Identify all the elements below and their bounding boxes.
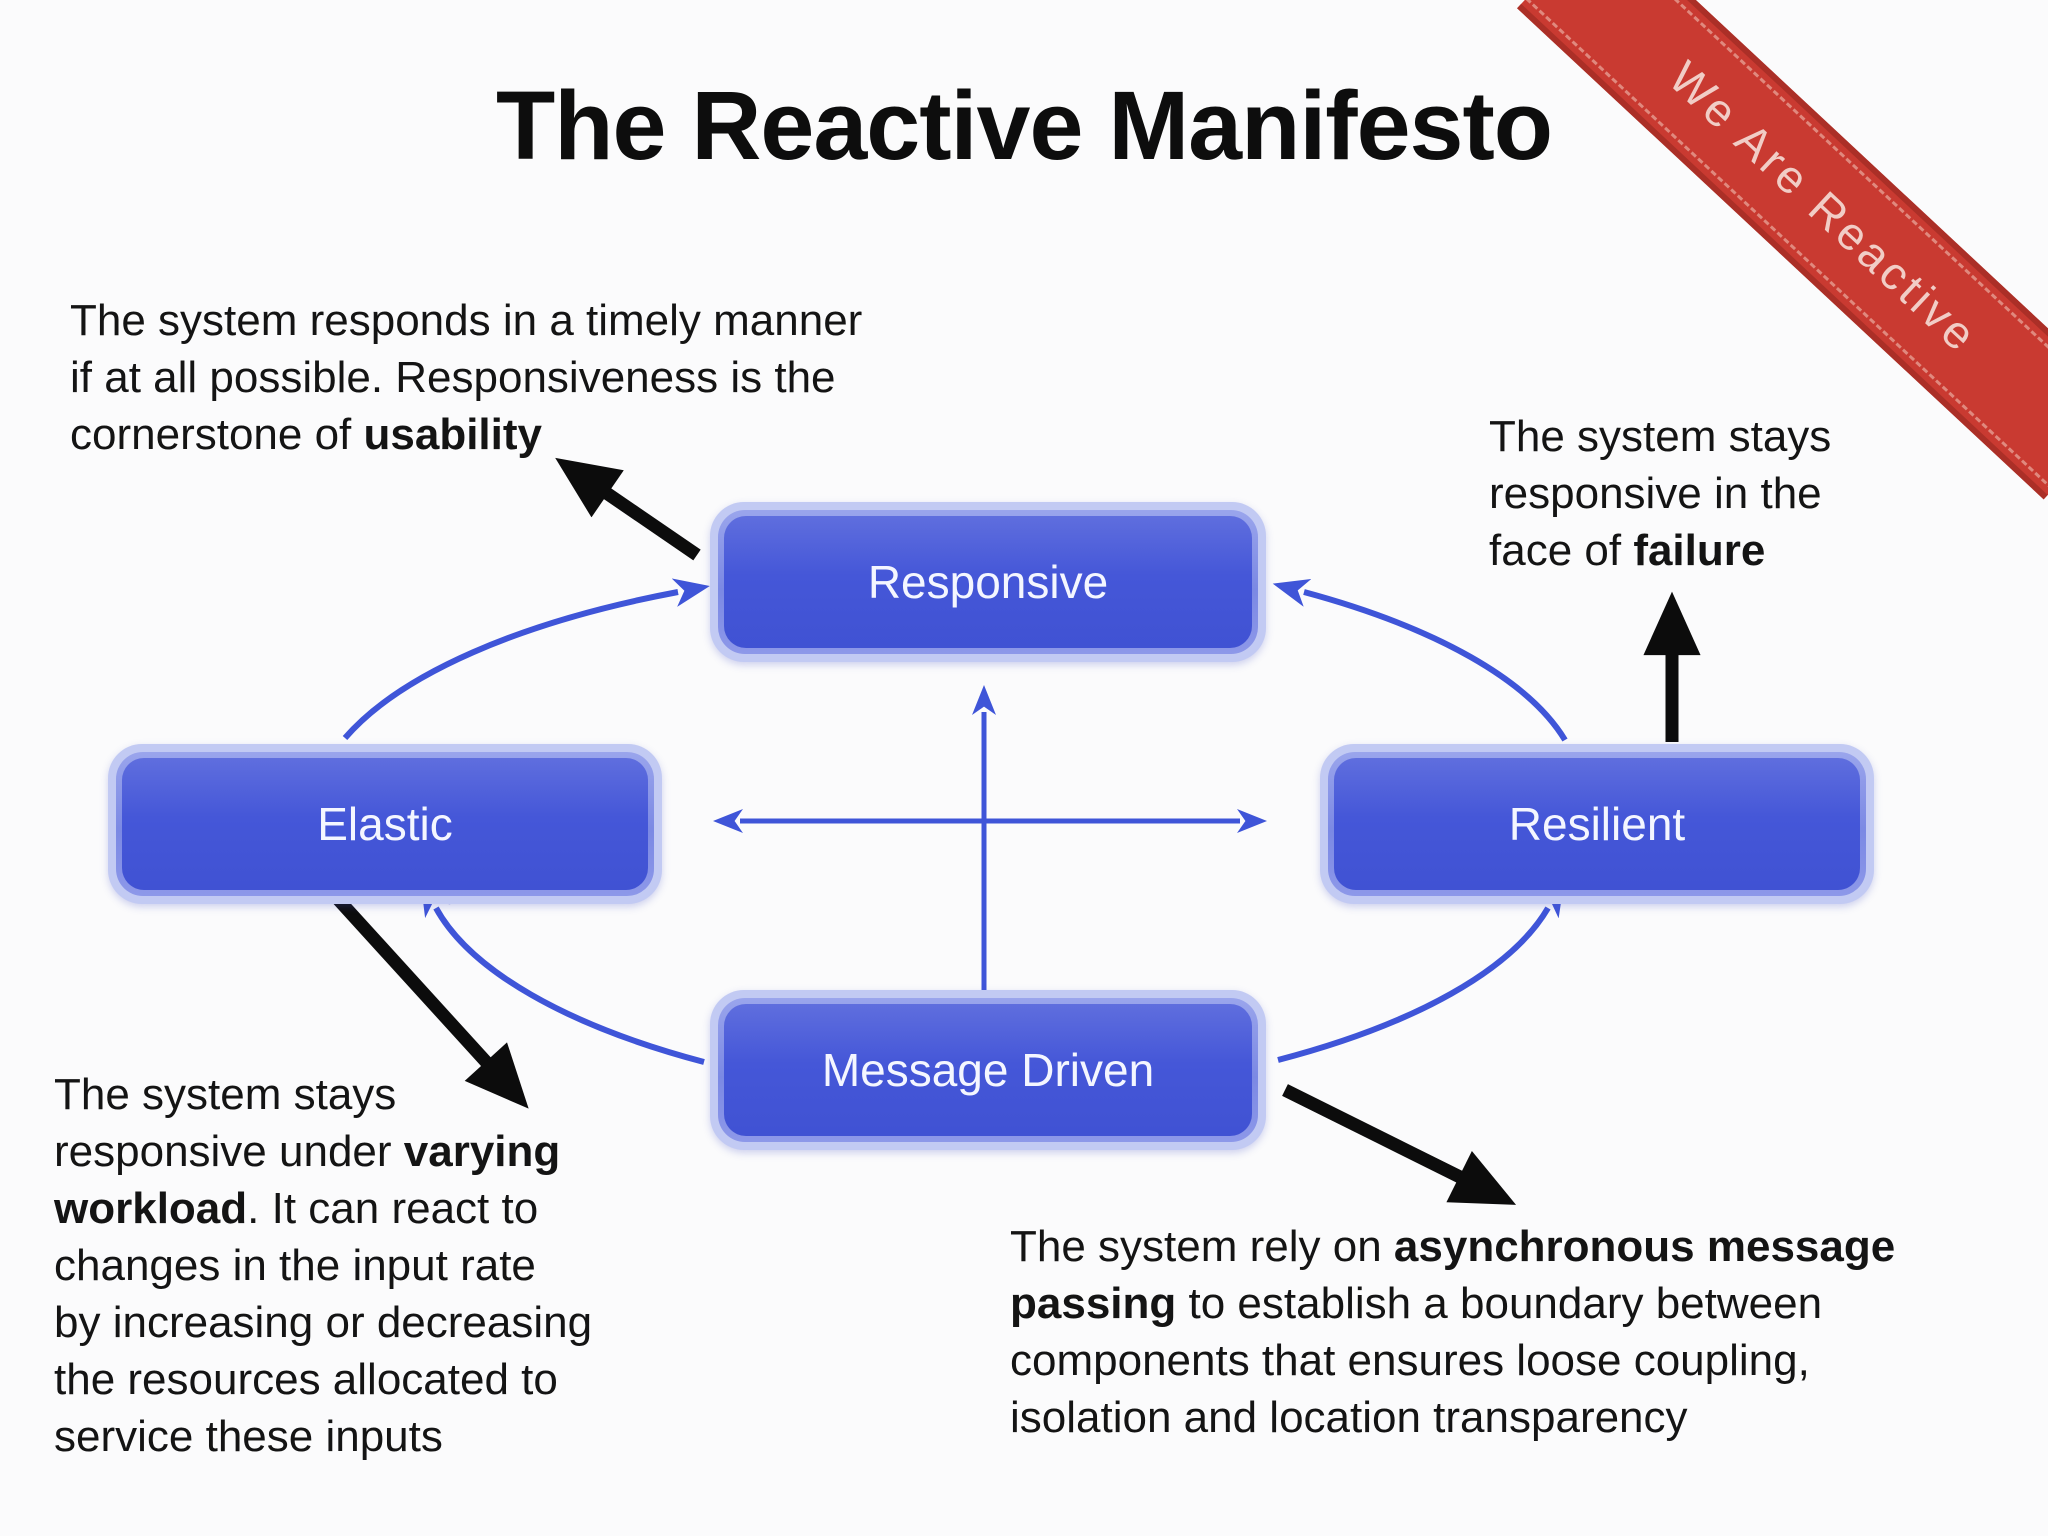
node-resilient-ring: Resilient: [1328, 752, 1866, 896]
node-elastic-label: Elastic: [317, 798, 453, 850]
arc-resilient-to-responsive: [1272, 579, 1568, 742]
black-arrow-to-usability-note: [555, 457, 701, 561]
arc-message-driven-to-resilient: [1277, 880, 1565, 1063]
arc-elastic-to-responsive: [342, 578, 710, 740]
node-responsive-ring: Responsive: [718, 510, 1258, 654]
node-resilient: Resilient: [1320, 744, 1874, 904]
black-arrow-to-workload-note: [331, 892, 529, 1109]
node-responsive: Responsive: [710, 502, 1266, 662]
black-arrow-to-message-passing-note: [1282, 1084, 1517, 1205]
node-message-driven-ring: Message Driven: [718, 998, 1258, 1142]
node-responsive-label: Responsive: [867, 556, 1109, 608]
page-title: The Reactive Manifesto: [495, 71, 1553, 180]
node-elastic-ring: Elastic: [116, 752, 654, 896]
node-resilient-label: Resilient: [1508, 798, 1686, 850]
arc-message-driven-to-elastic: [420, 879, 705, 1065]
node-message-driven: Message Driven: [710, 990, 1266, 1150]
node-message-driven-label: Message Driven: [821, 1044, 1155, 1096]
node-elastic: Elastic: [108, 744, 662, 904]
